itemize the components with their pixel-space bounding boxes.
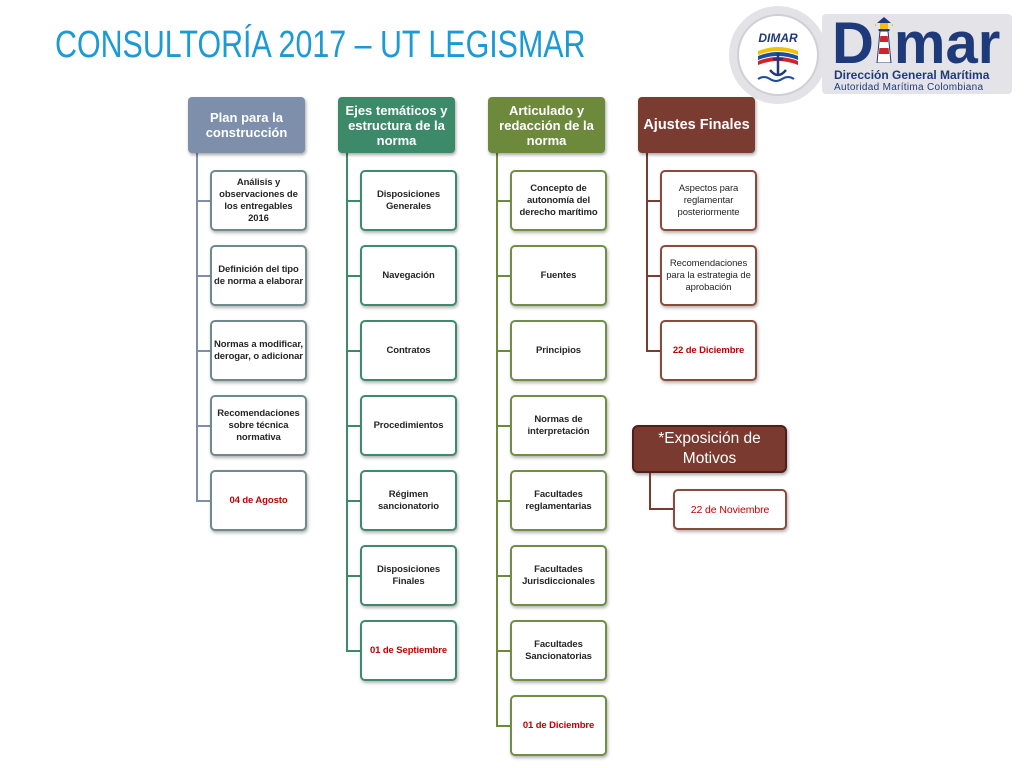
- column-1-item-4: Recomendaciones sobre técnica normativa: [210, 395, 307, 456]
- column-3-branch-connector: [496, 575, 510, 577]
- emblem-text: DIMAR: [758, 31, 798, 45]
- column-3-item-6: Facultades Jurisdiccionales: [510, 545, 607, 606]
- column-3-item-5: Facultades reglamentarias: [510, 470, 607, 531]
- column-3-item-2: Fuentes: [510, 245, 607, 306]
- motivos-connector-line: [649, 473, 651, 510]
- motivos-item-1: 22 de Noviembre: [673, 489, 787, 530]
- column-3-item-3: Principios: [510, 320, 607, 381]
- column-1-header: Plan para la construcción: [188, 97, 305, 153]
- column-2-branch-connector: [346, 425, 360, 427]
- column-2-connector-line: [346, 153, 348, 652]
- column-3-item-1: Concepto de autonomía del derecho maríti…: [510, 170, 607, 231]
- column-3-branch-connector: [496, 725, 510, 727]
- column-3-branch-connector: [496, 350, 510, 352]
- motivos-branch-connector: [649, 508, 673, 510]
- column-2-branch-connector: [346, 350, 360, 352]
- column-1-branch-connector: [196, 500, 210, 502]
- column-1-connector-line: [196, 153, 198, 502]
- column-2-item-2: Navegación: [360, 245, 457, 306]
- column-2-header: Ejes temáticos y estructura de la norma: [338, 97, 455, 153]
- exposicion-de-motivos-header: *Exposición de Motivos: [632, 425, 787, 473]
- logo-wordmark-initial: D: [832, 11, 874, 76]
- logo-subtitle: Dirección General Marítima: [834, 68, 990, 82]
- lighthouse-icon: [874, 17, 893, 63]
- column-3-branch-connector: [496, 650, 510, 652]
- column-1-branch-connector: [196, 425, 210, 427]
- logo-wordmark: D mar: [832, 15, 1000, 73]
- column-2-item-4: Procedimientos: [360, 395, 457, 456]
- column-2-branch-connector: [346, 500, 360, 502]
- column-4-item-3: 22 de Diciembre: [660, 320, 757, 381]
- dimar-emblem-icon: DIMAR: [729, 6, 827, 104]
- column-1-branch-connector: [196, 200, 210, 202]
- column-4-branch-connector: [646, 275, 660, 277]
- column-4-item-2: Recomendaciones para la estrategia de ap…: [660, 245, 757, 306]
- column-4-branch-connector: [646, 350, 660, 352]
- column-3-branch-connector: [496, 200, 510, 202]
- column-3-branch-connector: [496, 425, 510, 427]
- column-1-branch-connector: [196, 275, 210, 277]
- dimar-logo: D mar Dirección General Marítima Autorid…: [822, 14, 1012, 94]
- column-1-branch-connector: [196, 350, 210, 352]
- column-2-item-7: 01 de Septiembre: [360, 620, 457, 681]
- column-1-item-1: Análisis y observaciones de los entregab…: [210, 170, 307, 231]
- column-2-item-3: Contratos: [360, 320, 457, 381]
- column-3-header: Articulado y redacción de la norma: [488, 97, 605, 153]
- column-2-branch-connector: [346, 200, 360, 202]
- column-1-item-3: Normas a modificar, derogar, o adicionar: [210, 320, 307, 381]
- column-3-item-7: Facultades Sancionatorias: [510, 620, 607, 681]
- column-4-item-1: Aspectos para reglamentar posteriormente: [660, 170, 757, 231]
- column-1-item-2: Definición del tipo de norma a elaborar: [210, 245, 307, 306]
- column-4-header: Ajustes Finales: [638, 97, 755, 153]
- column-3-branch-connector: [496, 275, 510, 277]
- logo-tagline: Autoridad Marítima Colombiana: [834, 82, 984, 93]
- column-2-item-5: Régimen sancionatorio: [360, 470, 457, 531]
- column-2-branch-connector: [346, 650, 360, 652]
- column-3-item-8: 01 de Diciembre: [510, 695, 607, 756]
- logo-wordmark-rest: mar: [893, 11, 1001, 76]
- column-3-connector-line: [496, 153, 498, 727]
- slide-title: CONSULTORÍA 2017 – UT LEGISMAR: [55, 24, 586, 66]
- column-3-item-4: Normas de interpretación: [510, 395, 607, 456]
- column-2-branch-connector: [346, 275, 360, 277]
- column-4-connector-line: [646, 153, 648, 352]
- column-4-branch-connector: [646, 200, 660, 202]
- column-2-item-6: Disposiciones Finales: [360, 545, 457, 606]
- column-1-item-5: 04 de Agosto: [210, 470, 307, 531]
- column-3-branch-connector: [496, 500, 510, 502]
- column-2-branch-connector: [346, 575, 360, 577]
- column-2-item-1: Disposiciones Generales: [360, 170, 457, 231]
